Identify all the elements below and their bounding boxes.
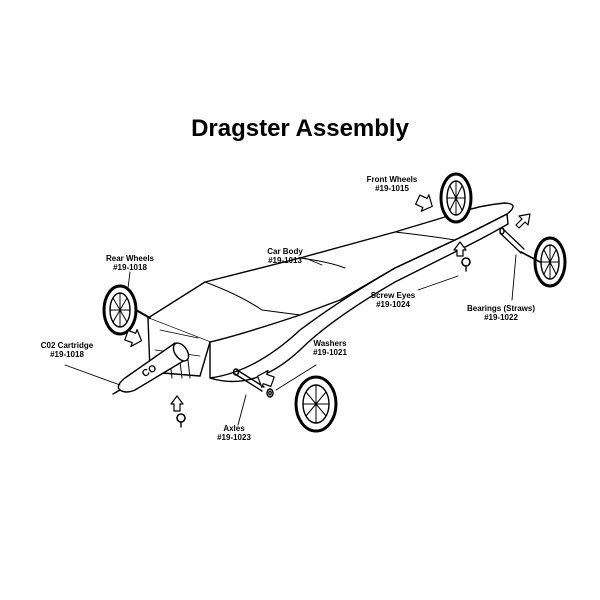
- label-axles-code: #19-1023: [217, 433, 251, 442]
- label-washers-code: #19-1021: [313, 348, 347, 357]
- label-co2-cartridge-code: #19-1018: [50, 350, 84, 359]
- leader-axles: [237, 394, 247, 426]
- label-screw-eyes-code: #19-1024: [376, 300, 410, 309]
- label-bearings-name: Bearings (Straws): [466, 304, 536, 313]
- screw-eye-rear: [176, 413, 186, 428]
- label-rear-wheels-name: Rear Wheels: [105, 254, 155, 263]
- leader-co2: [64, 364, 121, 386]
- arrow-rear-wheel: [124, 328, 143, 348]
- label-bearings: Bearings (Straws) #19-1022: [464, 304, 538, 322]
- leader-rear-wheels: [127, 271, 131, 289]
- label-front-wheels-name: Front Wheels: [366, 175, 418, 184]
- label-co2-cartridge-name: C02 Cartridge: [40, 341, 94, 350]
- label-washers: Washers #19-1021: [302, 339, 358, 357]
- leader-washers: [275, 364, 317, 391]
- leader-screw-eyes: [417, 275, 459, 291]
- arrow-bearing: [515, 213, 531, 229]
- bearing-straw-shape: [499, 227, 541, 263]
- rear-axle-shape: [232, 368, 274, 398]
- arrow-front-wheel: [415, 194, 433, 212]
- label-co2-cartridge: C02 Cartridge #19-1018: [36, 341, 98, 359]
- front-wheel-top: [439, 172, 473, 224]
- label-car-body-code: #19-1013: [268, 256, 302, 265]
- front-wheel-right: [533, 236, 567, 288]
- label-axles: Axles #19-1023: [206, 424, 262, 442]
- rear-wheel-right: [294, 375, 338, 433]
- label-axles-name: Axles: [223, 424, 245, 433]
- diagram-title: Dragster Assembly: [191, 115, 409, 142]
- label-front-wheels: Front Wheels #19-1015: [364, 175, 420, 193]
- leader-car-body: [304, 257, 323, 266]
- rear-wheel-left: [102, 284, 151, 336]
- label-rear-wheels-code: #19-1018: [113, 263, 147, 272]
- label-screw-eyes: Screw Eyes #19-1024: [364, 291, 422, 309]
- label-bearings-code: #19-1022: [484, 313, 518, 322]
- label-washers-name: Washers: [313, 339, 347, 348]
- co2-cartridge-shape: [112, 342, 190, 395]
- label-rear-wheels: Rear Wheels #19-1018: [102, 254, 158, 272]
- leader-bearings: [511, 254, 517, 301]
- arrow-screw-eye-front: [453, 241, 467, 257]
- label-car-body-name: Car Body: [267, 247, 303, 256]
- label-screw-eyes-name: Screw Eyes: [370, 291, 416, 300]
- label-front-wheels-code: #19-1015: [375, 184, 409, 193]
- arrow-axle: [256, 369, 275, 389]
- screw-eye-front: [461, 257, 471, 272]
- arrow-screw-eye-rear: [170, 395, 184, 412]
- label-car-body: Car Body #19-1013: [257, 247, 313, 265]
